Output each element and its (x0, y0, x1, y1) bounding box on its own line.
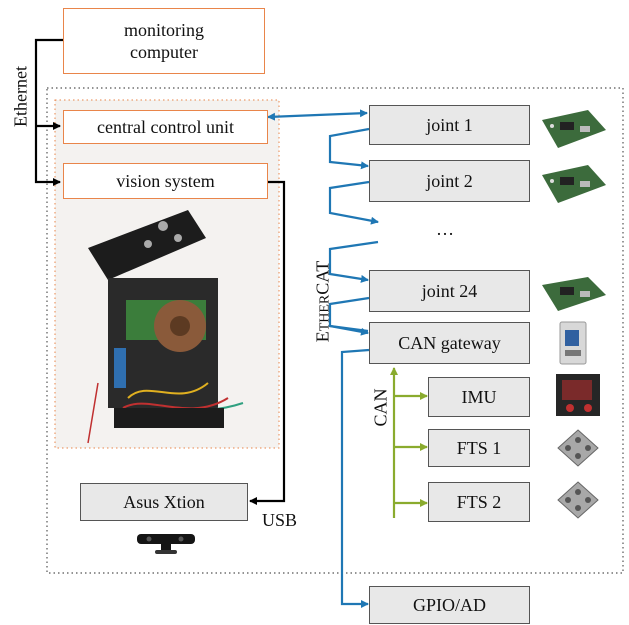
system-boundary (46, 87, 624, 574)
central-control-unit-label: central control unit (97, 117, 234, 137)
monitoring-computer-box: monitoring computer (63, 8, 265, 74)
ethercat-bus (267, 109, 379, 608)
joint-1-label: joint 1 (426, 115, 473, 135)
gpio-ad-label: GPIO/AD (412, 595, 486, 615)
usb-label: USB (262, 510, 298, 530)
can-label: CAN (371, 383, 392, 433)
joint-24-board-image (542, 277, 606, 311)
can-bus (390, 367, 428, 518)
imu-box: IMU (428, 377, 530, 417)
ethernet-label: Ethernet (10, 66, 31, 127)
ethercat-label-ther: THER (317, 294, 333, 332)
fts-2-image (557, 481, 599, 519)
joint-2-board-image (542, 165, 606, 203)
imu-label: IMU (461, 387, 497, 407)
central-control-unit-box: central control unit (63, 110, 268, 144)
joint-1-board-image (542, 110, 606, 148)
xtion-sensor-image (137, 534, 195, 554)
joint-ellipsis: … (436, 219, 454, 239)
vision-system-label: vision system (116, 171, 215, 191)
fts-1-box: FTS 1 (428, 429, 530, 467)
vision-system-box: vision system (63, 163, 268, 199)
ethercat-label: ETHERCAT (313, 247, 334, 357)
fts-1-label: FTS 1 (456, 438, 502, 458)
can-gateway-label: CAN gateway (398, 333, 501, 353)
joint-2-box: joint 2 (369, 160, 530, 202)
usb-link (249, 178, 286, 505)
joint-2-label: joint 2 (426, 171, 473, 191)
asus-xtion-label: Asus Xtion (123, 492, 205, 512)
robot-computer-photo (87, 210, 244, 444)
ethernet-bus (34, 36, 70, 186)
fts-1-image (557, 429, 599, 467)
fts-2-box: FTS 2 (428, 482, 530, 522)
ethercat-label-cat: CAT (312, 260, 333, 295)
joint-24-label: joint 24 (421, 281, 478, 301)
joint-1-box: joint 1 (369, 105, 530, 145)
fts-2-label: FTS 2 (456, 492, 502, 512)
can-gateway-box: CAN gateway (369, 322, 530, 364)
can-gateway-image (559, 321, 587, 365)
monitoring-computer-label: monitoring computer (124, 20, 204, 62)
imu-image (556, 374, 600, 416)
ethercat-label-e: E (312, 331, 333, 343)
asus-xtion-box: Asus Xtion (80, 483, 248, 521)
joint-24-box: joint 24 (369, 270, 530, 312)
can-label-text: CAN (370, 388, 391, 427)
gpio-ad-box: GPIO/AD (369, 586, 530, 624)
